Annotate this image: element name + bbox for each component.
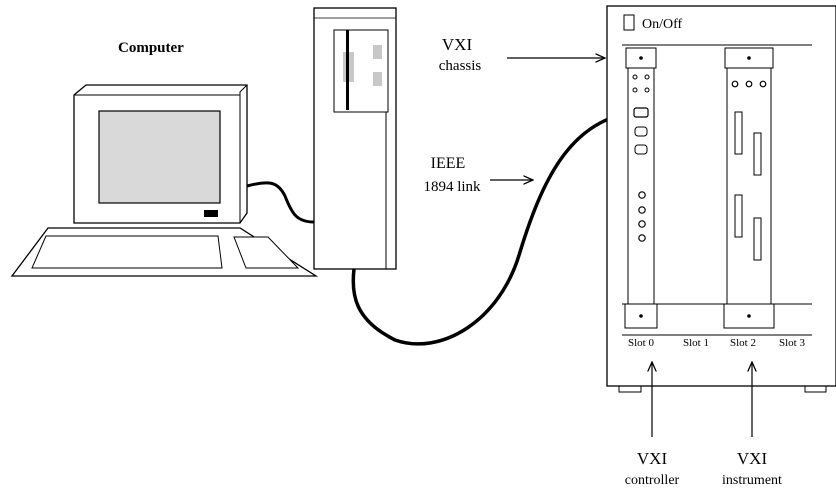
ieee-label-line2: 1894 link bbox=[423, 179, 481, 195]
vxi-chassis: On/Off bbox=[606, 5, 836, 393]
computer-tower bbox=[313, 7, 397, 270]
drive-bay bbox=[333, 29, 389, 113]
vxi-instrument-label-line1: VXI bbox=[737, 449, 768, 468]
slot-3-label: Slot 3 bbox=[779, 337, 805, 349]
monitor bbox=[73, 84, 248, 224]
vxi-controller-module bbox=[624, 47, 658, 329]
ieee-link-cable bbox=[351, 110, 636, 346]
power-switch bbox=[623, 14, 635, 31]
monitor-power-button bbox=[204, 210, 218, 217]
vxi-instrument-module bbox=[723, 47, 775, 329]
slot-0-label: Slot 0 bbox=[628, 337, 654, 349]
vxi-controller-label-line2: controller bbox=[625, 473, 680, 488]
vxi-chassis-annotation: VXI chassis bbox=[439, 35, 605, 74]
vxi-instrument-label-line2: instrument bbox=[722, 473, 782, 488]
on-off-label: On/Off bbox=[642, 17, 683, 32]
computer: Computer bbox=[10, 7, 397, 277]
keyboard bbox=[10, 227, 319, 277]
slot-1-label: Slot 1 bbox=[683, 337, 709, 349]
ieee-label-line1: IEEE bbox=[431, 155, 466, 172]
vxi-chassis-label-line1: VXI bbox=[442, 35, 473, 54]
monitor-screen bbox=[98, 110, 221, 204]
ieee-link-annotation: IEEE 1894 link bbox=[423, 155, 533, 195]
monitor-cable bbox=[246, 181, 315, 224]
vxi-controller-annotation: VXI controller bbox=[625, 362, 680, 488]
vxi-controller-label-line1: VXI bbox=[637, 449, 668, 468]
computer-label: Computer bbox=[118, 40, 184, 56]
slot-2-label: Slot 2 bbox=[730, 337, 756, 349]
vxi-chassis-label-line2: chassis bbox=[439, 58, 482, 74]
vxi-instrument-annotation: VXI instrument bbox=[722, 362, 782, 488]
